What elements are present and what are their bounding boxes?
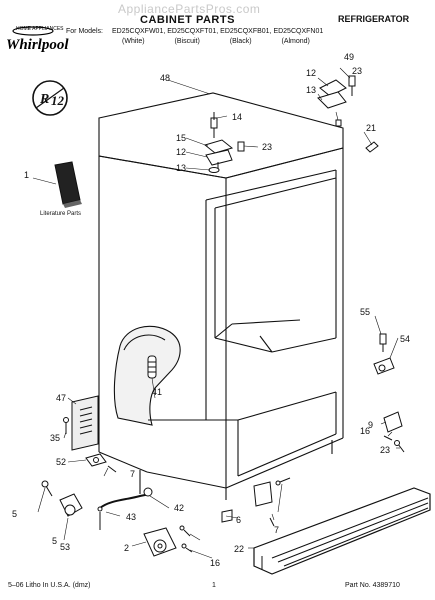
color-black: (Black) [229,38,252,45]
callout-2: 2 [124,543,129,553]
appliance-type: REFRIGERATOR [338,14,410,24]
svg-text:R: R [39,92,49,107]
screw-23-right [394,440,405,453]
callout-13: 13 [306,85,316,95]
callout-53: 53 [60,542,70,552]
callout-52: 52 [56,457,66,467]
screw-16-right [383,435,393,441]
whirlpool-logo [4,24,62,58]
callout-35: 35 [50,433,60,443]
leader-lines [32,67,400,559]
color-biscuit: (Biscuit) [174,38,200,45]
screw-7-right [269,517,275,527]
bracket-2 [143,527,177,557]
callout-14: 14 [232,112,242,122]
callout-55: 55 [360,307,370,317]
logo-subtext: HOME APPLIANCES [16,26,64,32]
top-hinge-left [203,117,245,173]
top-hinge-right [317,75,356,127]
base-grille-22 [253,487,431,575]
page-title: CABINET PARTS [140,14,235,26]
bracket-9 [383,411,403,433]
color-white: (White) [122,38,145,45]
callout-6: 6 [236,515,241,525]
callout-12: 12 [176,147,186,157]
callout-41: 41 [152,387,162,397]
leveling-leg-5-left [41,480,53,497]
callout-22: 22 [234,544,244,554]
panel-47 [71,395,99,451]
callout-7: 7 [274,525,279,535]
bracket-6 [221,481,273,523]
footer-page-number: 1 [212,582,216,589]
footer-print-info: 5–06 Litho In U.S.A. (dmz) [8,582,91,589]
callout-21: 21 [366,123,376,133]
drain-tube-41 [147,355,157,379]
clip-52 [85,453,107,467]
callout-13: 13 [176,163,186,173]
screw-16-bottom [181,543,193,553]
screw-35 [63,417,69,434]
model-colors: (White) (Biscuit) (Black) (Almond) [122,38,310,45]
callout-47: 47 [56,393,66,403]
callout-9: 9 [368,420,373,430]
color-almond: (Almond) [281,38,310,45]
screw-7-bottom [179,525,191,537]
callout-15: 15 [176,133,186,143]
r12-badge-icon: R 12 [32,80,68,116]
brand-name: Whirlpool [6,37,69,53]
callout-49: 49 [344,52,354,62]
callout-7: 7 [130,469,135,479]
cabinet-shell [98,92,344,500]
callout-42: 42 [174,503,184,513]
screw-5-right [275,477,291,486]
callout-16: 16 [360,426,370,436]
callout-1: 1 [24,170,29,180]
watermark-text: AppliancePartsPros.com [118,2,261,16]
callout-23: 23 [352,66,362,76]
callout-54: 54 [400,334,410,344]
water-tube-42-43 [97,487,153,530]
callout-16: 16 [210,558,220,568]
literature-booklet-icon [54,161,82,208]
literature-parts-label: Literature Parts [40,211,82,217]
callout-23: 23 [262,142,272,152]
callout-5: 5 [52,536,57,546]
model-numbers: ED25CQXFW01, ED25CQXFT01, ED25CQXFB01, E… [112,28,324,35]
callout-43: 43 [126,512,136,522]
callout-48: 48 [160,73,170,83]
models-label: For Models: [66,28,103,35]
callout-12: 12 [306,68,316,78]
svg-text:12: 12 [51,93,65,108]
footer-part-number: Part No. 4389710 [345,582,400,589]
callout-23: 23 [380,445,390,455]
roller-assembly-54-55 [373,333,395,375]
callout-5: 5 [12,509,17,519]
logo-swirl-icon [12,26,54,36]
screw-7-left [107,465,117,473]
roller-53 [59,493,83,517]
bracket-21 [365,141,379,153]
